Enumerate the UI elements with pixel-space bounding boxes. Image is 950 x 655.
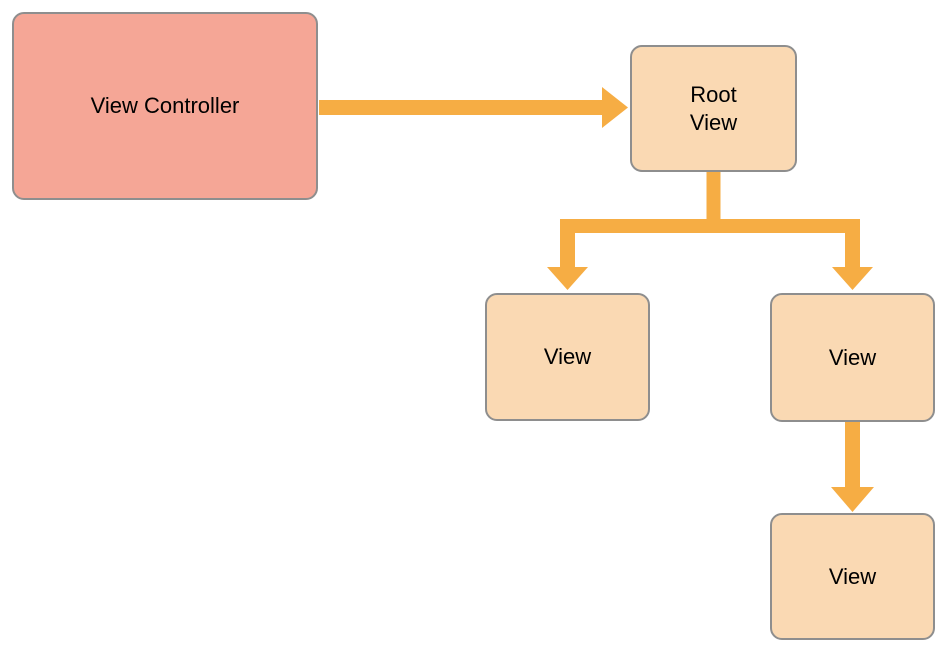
- arrow-root-view-to-subviews: [547, 172, 873, 290]
- node-view-controller-label: View Controller: [90, 93, 240, 118]
- node-view-right-label: View: [828, 344, 877, 370]
- node-root-view: Root View: [630, 45, 797, 172]
- node-view-controller: View Controller: [12, 12, 318, 200]
- node-view-right: View: [770, 293, 935, 422]
- node-view-bottom-label: View: [828, 563, 877, 589]
- node-root-view-label: Root View: [689, 81, 738, 135]
- node-view-left: View: [485, 293, 650, 421]
- node-view-bottom: View: [770, 513, 935, 640]
- arrow-view-controller-to-root-view: [319, 87, 628, 128]
- arrow-view-right-to-view-bottom: [831, 422, 874, 512]
- node-view-left-label: View: [543, 344, 592, 369]
